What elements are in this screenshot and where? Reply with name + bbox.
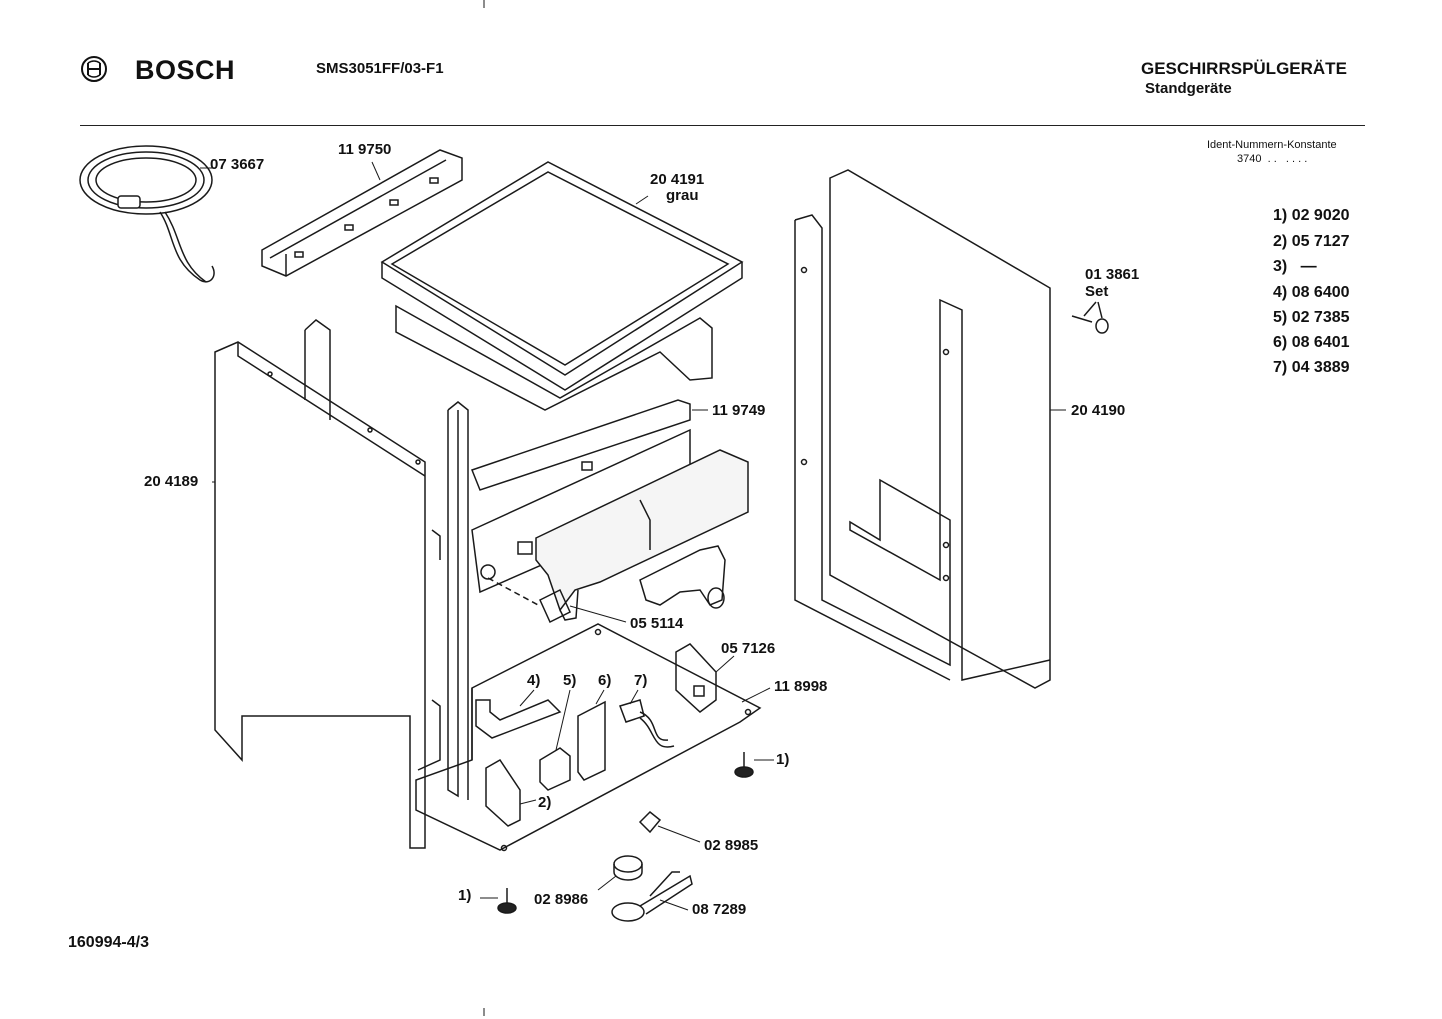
label-right-side-panel: 20 4190 [1071, 402, 1126, 419]
label-set-word: Set [1085, 283, 1109, 300]
foot-right-drawing [735, 752, 774, 777]
label-hinge-bracket: 05 7126 [721, 640, 776, 657]
variant-key: 6) [1273, 334, 1288, 351]
label-foot-right: 1) [776, 751, 790, 768]
inner-frame-drawing [305, 320, 468, 800]
label-item-6: 6) [598, 672, 612, 689]
label-knob: 02 8986 [534, 891, 589, 908]
variant-item-6: 6) 08 6401 [1273, 334, 1350, 352]
label-item-5: 5) [563, 672, 577, 689]
variant-key: 7) [1273, 359, 1288, 376]
subcategory-title: Standgeräte [1145, 80, 1232, 97]
brand-name: BOSCH [135, 55, 236, 85]
model-number: SMS3051FF/03-F1 [316, 60, 444, 77]
variant-item-3: 3) — [1273, 258, 1317, 276]
label-cable-set: 08 7289 [692, 901, 747, 918]
variant-value: 02 9020 [1291, 207, 1350, 224]
label-top-rail: 11 9750 [338, 141, 392, 158]
duct-drawing [640, 546, 725, 608]
variant-value: 08 6401 [1291, 334, 1350, 351]
label-top-cover-color: grau [666, 187, 699, 204]
label-lamp: 05 5114 [630, 615, 684, 632]
label-item-4: 4) [527, 672, 541, 689]
variant-key: 2) [1273, 233, 1288, 250]
variant-item-4: 4) 08 6400 [1273, 284, 1350, 302]
variant-value: — [1300, 258, 1317, 275]
variant-item-2: 2) 05 7127 [1273, 233, 1350, 251]
top-cover-drawing [382, 162, 742, 410]
label-switch: 02 8985 [704, 837, 759, 854]
knob-drawing [598, 856, 642, 890]
variant-value: 05 7127 [1291, 233, 1350, 250]
label-left-side-panel: 20 4189 [144, 473, 199, 490]
variant-key: 3) [1273, 258, 1288, 275]
power-cord-drawing [80, 146, 214, 282]
set-part-drawing [1072, 302, 1108, 333]
switch-drawing [640, 812, 700, 842]
category-title: GESCHIRRSPÜLGERÄTE [1141, 59, 1347, 78]
label-base-plate: 11 8998 [774, 678, 828, 695]
label-power-cord: 07 3667 [210, 156, 265, 173]
leader-lines [200, 162, 1066, 482]
variant-key: 4) [1273, 284, 1288, 301]
variant-value: 08 6400 [1291, 284, 1350, 301]
label-top-cover: 20 4191 [650, 171, 705, 188]
variant-value: 02 7385 [1291, 309, 1350, 326]
cable-set-drawing [612, 872, 692, 921]
variant-value: 04 3889 [1291, 359, 1350, 376]
header-divider [80, 125, 1365, 126]
document-number: 160994-4/3 [68, 934, 149, 951]
base-plate-drawing [416, 624, 770, 851]
label-hinge-2: 2) [538, 794, 552, 811]
ident-title: Ident-Nummern-Konstante [1207, 139, 1337, 151]
lamp-drawing [488, 578, 626, 622]
top-rail-drawing [262, 150, 462, 276]
variant-item-7: 7) 04 3889 [1273, 359, 1350, 377]
label-rear-rail: 11 9749 [712, 402, 766, 419]
label-item-7: 7) [634, 672, 648, 689]
label-foot-left: 1) [458, 887, 472, 904]
small-components-drawing [476, 690, 674, 826]
ident-code: 3740 . . . . . . [1237, 153, 1308, 165]
variant-item-1: 1) 02 9020 [1273, 207, 1350, 225]
variant-item-5: 5) 02 7385 [1273, 309, 1350, 327]
hinge-bracket-drawing [676, 644, 734, 712]
bosch-logo-icon [81, 56, 107, 82]
right-side-panel-drawing [795, 170, 1050, 688]
foot-left-drawing [480, 888, 516, 913]
variant-key: 1) [1273, 207, 1288, 224]
variant-key: 5) [1273, 309, 1288, 326]
rear-rail-drawing [472, 400, 748, 620]
label-set-part: 01 3861 [1085, 266, 1140, 283]
left-side-panel-drawing [215, 342, 425, 848]
